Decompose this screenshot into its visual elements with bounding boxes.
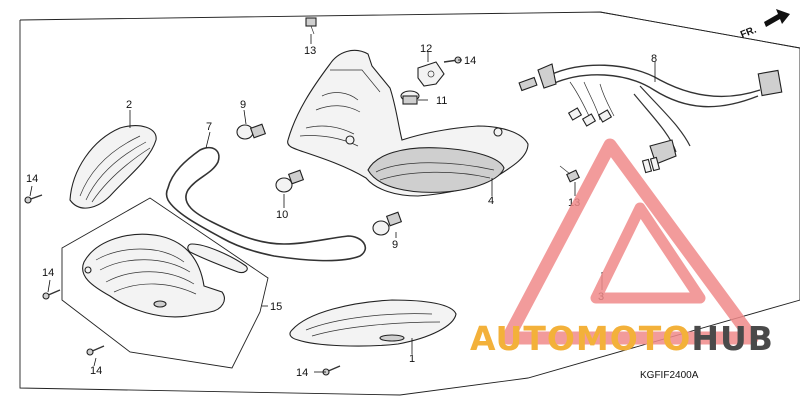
screw-13-right xyxy=(559,165,580,183)
callout-9-lower: 9 xyxy=(392,239,398,251)
callout-8: 8 xyxy=(651,53,657,65)
diagram-code: KGFIF2400A xyxy=(640,370,699,381)
screw-13-top xyxy=(305,17,317,35)
watermark-logo xyxy=(501,138,759,345)
watermark-brand-left: AUTOMOTO xyxy=(470,319,691,358)
part-1-right-lens xyxy=(289,299,457,347)
callout-4: 4 xyxy=(488,195,494,207)
callout-1: 1 xyxy=(409,353,415,365)
callout-9-upper: 9 xyxy=(240,99,246,111)
part-9-bulb-upper xyxy=(236,123,267,140)
leader-lines xyxy=(29,34,656,373)
part-11-grommet xyxy=(400,90,420,105)
screw-14-bottom xyxy=(322,365,341,376)
callout-13-top: 13 xyxy=(304,45,316,57)
reflector-piece xyxy=(187,243,248,274)
part-9-bulb-lower xyxy=(372,211,403,236)
part-8-wire-harness xyxy=(518,63,783,174)
callout-10: 10 xyxy=(276,209,288,221)
callout-11: 11 xyxy=(436,95,447,107)
callout-12: 12 xyxy=(420,43,432,55)
screw-14-left-upper xyxy=(24,194,43,204)
part-2-left-lens xyxy=(69,125,157,209)
callout-2: 2 xyxy=(126,99,132,111)
callout-14-top: 14 xyxy=(464,55,476,67)
front-direction-arrow: FR. xyxy=(739,9,790,41)
part-4-tail-housing xyxy=(287,49,529,197)
screw-14-left-mid xyxy=(42,289,61,300)
part-15-rear-lens xyxy=(82,233,225,318)
part-10-bulb xyxy=(275,169,305,193)
subassembly-frame-15 xyxy=(61,197,269,369)
callout-14-left-lower: 14 xyxy=(90,365,102,377)
front-direction-label: FR. xyxy=(739,24,758,40)
callout-15: 15 xyxy=(270,301,282,313)
watermark-brand: AUTOMOTOHUB xyxy=(470,319,774,358)
watermark-brand-right: HUB xyxy=(691,319,774,358)
part-12-clip xyxy=(417,61,445,87)
screw-14-left-lower xyxy=(86,345,105,356)
arrow-icon xyxy=(764,9,790,27)
assembly-frame-right xyxy=(599,11,800,49)
callout-14-left-mid: 14 xyxy=(42,267,54,279)
callout-14-left-upper: 14 xyxy=(26,173,38,185)
part-7-seal-cord xyxy=(165,146,366,262)
callout-7: 7 xyxy=(206,121,212,133)
callout-14-bottom: 14 xyxy=(296,367,308,379)
